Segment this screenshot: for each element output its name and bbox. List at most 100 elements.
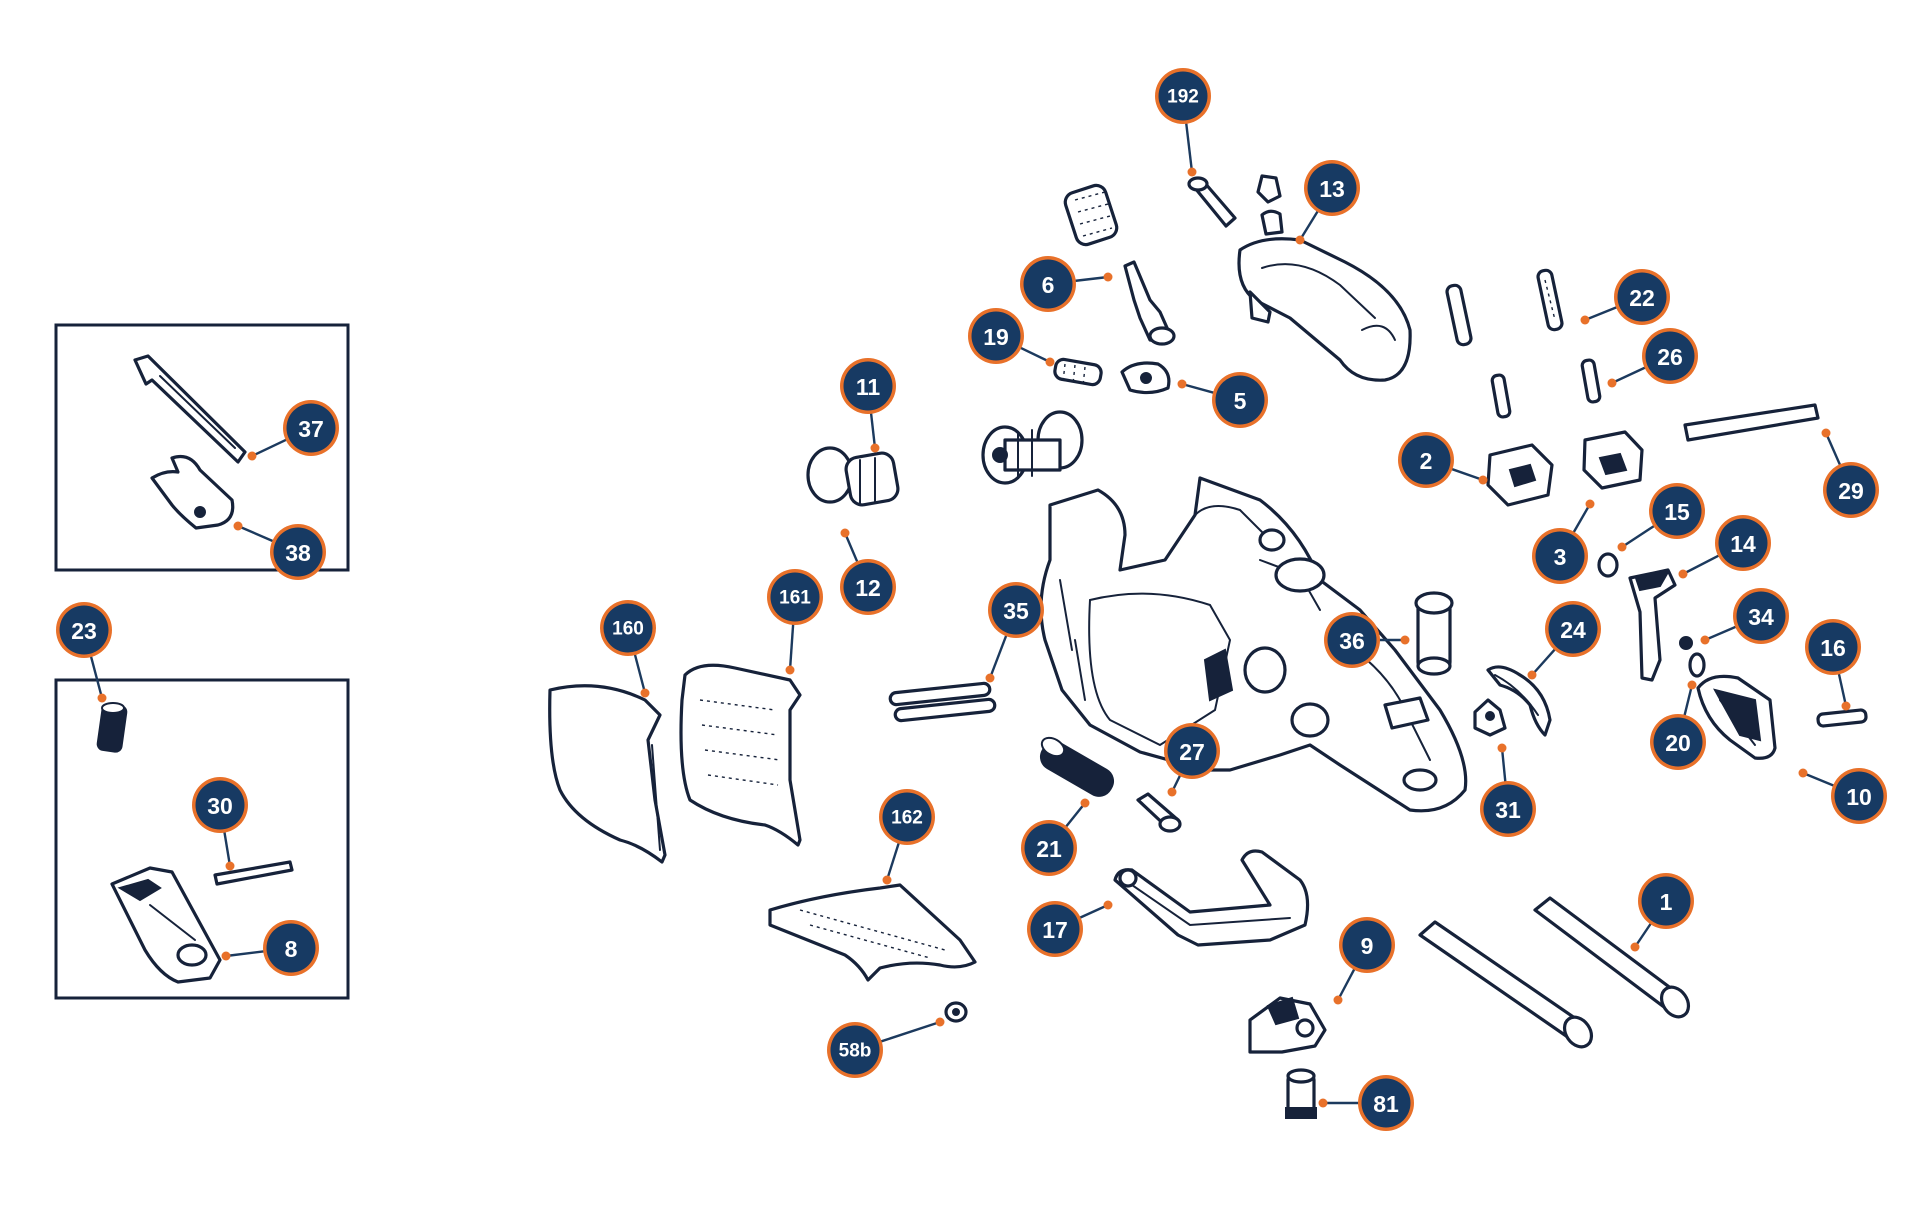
- callout-6[interactable]: 6: [1020, 256, 1076, 312]
- callout-20[interactable]: 20: [1650, 714, 1706, 770]
- callout-58b[interactable]: 58b: [827, 1022, 883, 1078]
- callout-label: 31: [1495, 797, 1521, 823]
- callout-24[interactable]: 24: [1545, 601, 1601, 657]
- leader-line-14: [1682, 554, 1720, 576]
- callout-core: [1645, 331, 1695, 381]
- part-16-pin: [1816, 708, 1868, 728]
- callout-label: 22: [1629, 285, 1655, 311]
- callout-label: 12: [855, 575, 881, 601]
- callout-2[interactable]: 2: [1398, 432, 1454, 488]
- part-30-pin: [213, 860, 294, 886]
- callout-26[interactable]: 26: [1642, 328, 1698, 384]
- part-3-block: [1582, 430, 1644, 490]
- leader-line-17: [1079, 903, 1109, 919]
- callout-core: [266, 923, 316, 973]
- leader-line-11: [869, 412, 877, 449]
- leader-line-16: [1837, 673, 1848, 707]
- part-29-rod: [1683, 403, 1820, 442]
- part-31-knob: [1473, 698, 1507, 737]
- callout-27[interactable]: 27: [1164, 723, 1220, 779]
- leader-line-37: [251, 438, 288, 458]
- callout-core: [1167, 726, 1217, 776]
- callout-161[interactable]: 161: [767, 569, 823, 625]
- callout-35[interactable]: 35: [988, 582, 1044, 638]
- callout-8[interactable]: 8: [263, 920, 319, 976]
- leader-line-24: [1531, 648, 1556, 676]
- leader-line-21: [1064, 802, 1086, 828]
- callout-5[interactable]: 5: [1212, 372, 1268, 428]
- callout-34[interactable]: 34: [1733, 588, 1789, 644]
- part-pulley: [981, 410, 1084, 485]
- leader-dot-11: [870, 443, 880, 453]
- leader-line-3: [1572, 503, 1592, 534]
- part-35-pins: [888, 681, 997, 723]
- callout-core: [195, 780, 245, 830]
- part-38-plate: [150, 454, 235, 530]
- callout-37[interactable]: 37: [283, 400, 339, 456]
- leader-dot-13: [1295, 235, 1305, 245]
- leader-line-161: [788, 623, 795, 671]
- leader-dot-17: [1103, 900, 1113, 910]
- callout-1[interactable]: 1: [1638, 873, 1694, 929]
- leader-dot-20: [1687, 680, 1697, 690]
- callout-core: [1548, 604, 1598, 654]
- callout-label: 21: [1036, 836, 1062, 862]
- callout-13[interactable]: 13: [1304, 160, 1360, 216]
- callout-12[interactable]: 12: [840, 559, 896, 615]
- leader-dot-192: [1187, 167, 1197, 177]
- callout-23[interactable]: 23: [56, 602, 112, 658]
- callout-label: 30: [207, 793, 233, 819]
- leader-dot-2: [1478, 475, 1488, 485]
- leader-dot-19: [1045, 357, 1055, 367]
- callout-core: [843, 361, 893, 411]
- callout-31[interactable]: 31: [1480, 781, 1536, 837]
- callout-core: [882, 792, 932, 842]
- part-9-latch: [1248, 996, 1327, 1054]
- callout-core: [830, 1025, 880, 1075]
- leader-dot-36: [1400, 635, 1410, 645]
- leader-line-23: [89, 655, 104, 699]
- callout-162[interactable]: 162: [879, 789, 935, 845]
- part-81-plug: [1285, 1068, 1317, 1119]
- part-162-plate: [768, 883, 977, 982]
- callout-label: 2: [1420, 448, 1433, 474]
- callout-30[interactable]: 30: [192, 777, 248, 833]
- callout-38[interactable]: 38: [270, 524, 326, 580]
- leader-line-6: [1074, 275, 1109, 283]
- callout-81[interactable]: 81: [1358, 1075, 1414, 1131]
- leader-dot-5: [1177, 379, 1187, 389]
- callout-10[interactable]: 10: [1831, 768, 1887, 824]
- callout-11[interactable]: 11: [840, 358, 896, 414]
- callout-label: 36: [1339, 628, 1365, 654]
- callout-160[interactable]: 160: [600, 600, 656, 656]
- callout-22[interactable]: 22: [1614, 269, 1670, 325]
- callout-core: [1361, 1078, 1411, 1128]
- callout-label: 24: [1560, 617, 1586, 643]
- callout-192[interactable]: 192: [1155, 68, 1211, 124]
- callout-core: [1736, 591, 1786, 641]
- leader-line-2: [1451, 467, 1484, 482]
- callout-core: [1327, 615, 1377, 665]
- callout-19[interactable]: 19: [968, 308, 1024, 364]
- leader-line-20: [1683, 684, 1694, 717]
- part-34-nut: [1679, 636, 1693, 650]
- callout-14[interactable]: 14: [1715, 515, 1771, 571]
- callout-29[interactable]: 29: [1823, 462, 1879, 518]
- callout-core: [273, 527, 323, 577]
- callout-label: 37: [298, 416, 324, 442]
- callout-label: 19: [983, 324, 1009, 350]
- callout-9[interactable]: 9: [1339, 917, 1395, 973]
- callout-label: 162: [891, 808, 923, 829]
- leader-line-9: [1336, 968, 1356, 1001]
- callout-36[interactable]: 36: [1324, 612, 1380, 668]
- leader-line-15: [1621, 524, 1656, 549]
- callout-16[interactable]: 16: [1805, 619, 1861, 675]
- callout-17[interactable]: 17: [1027, 901, 1083, 957]
- callout-15[interactable]: 15: [1649, 483, 1705, 539]
- callout-3[interactable]: 3: [1532, 528, 1588, 584]
- callout-21[interactable]: 21: [1021, 820, 1077, 876]
- leader-line-58b: [880, 1020, 941, 1043]
- leader-dot-24: [1527, 670, 1537, 680]
- leader-line-31: [1500, 747, 1507, 783]
